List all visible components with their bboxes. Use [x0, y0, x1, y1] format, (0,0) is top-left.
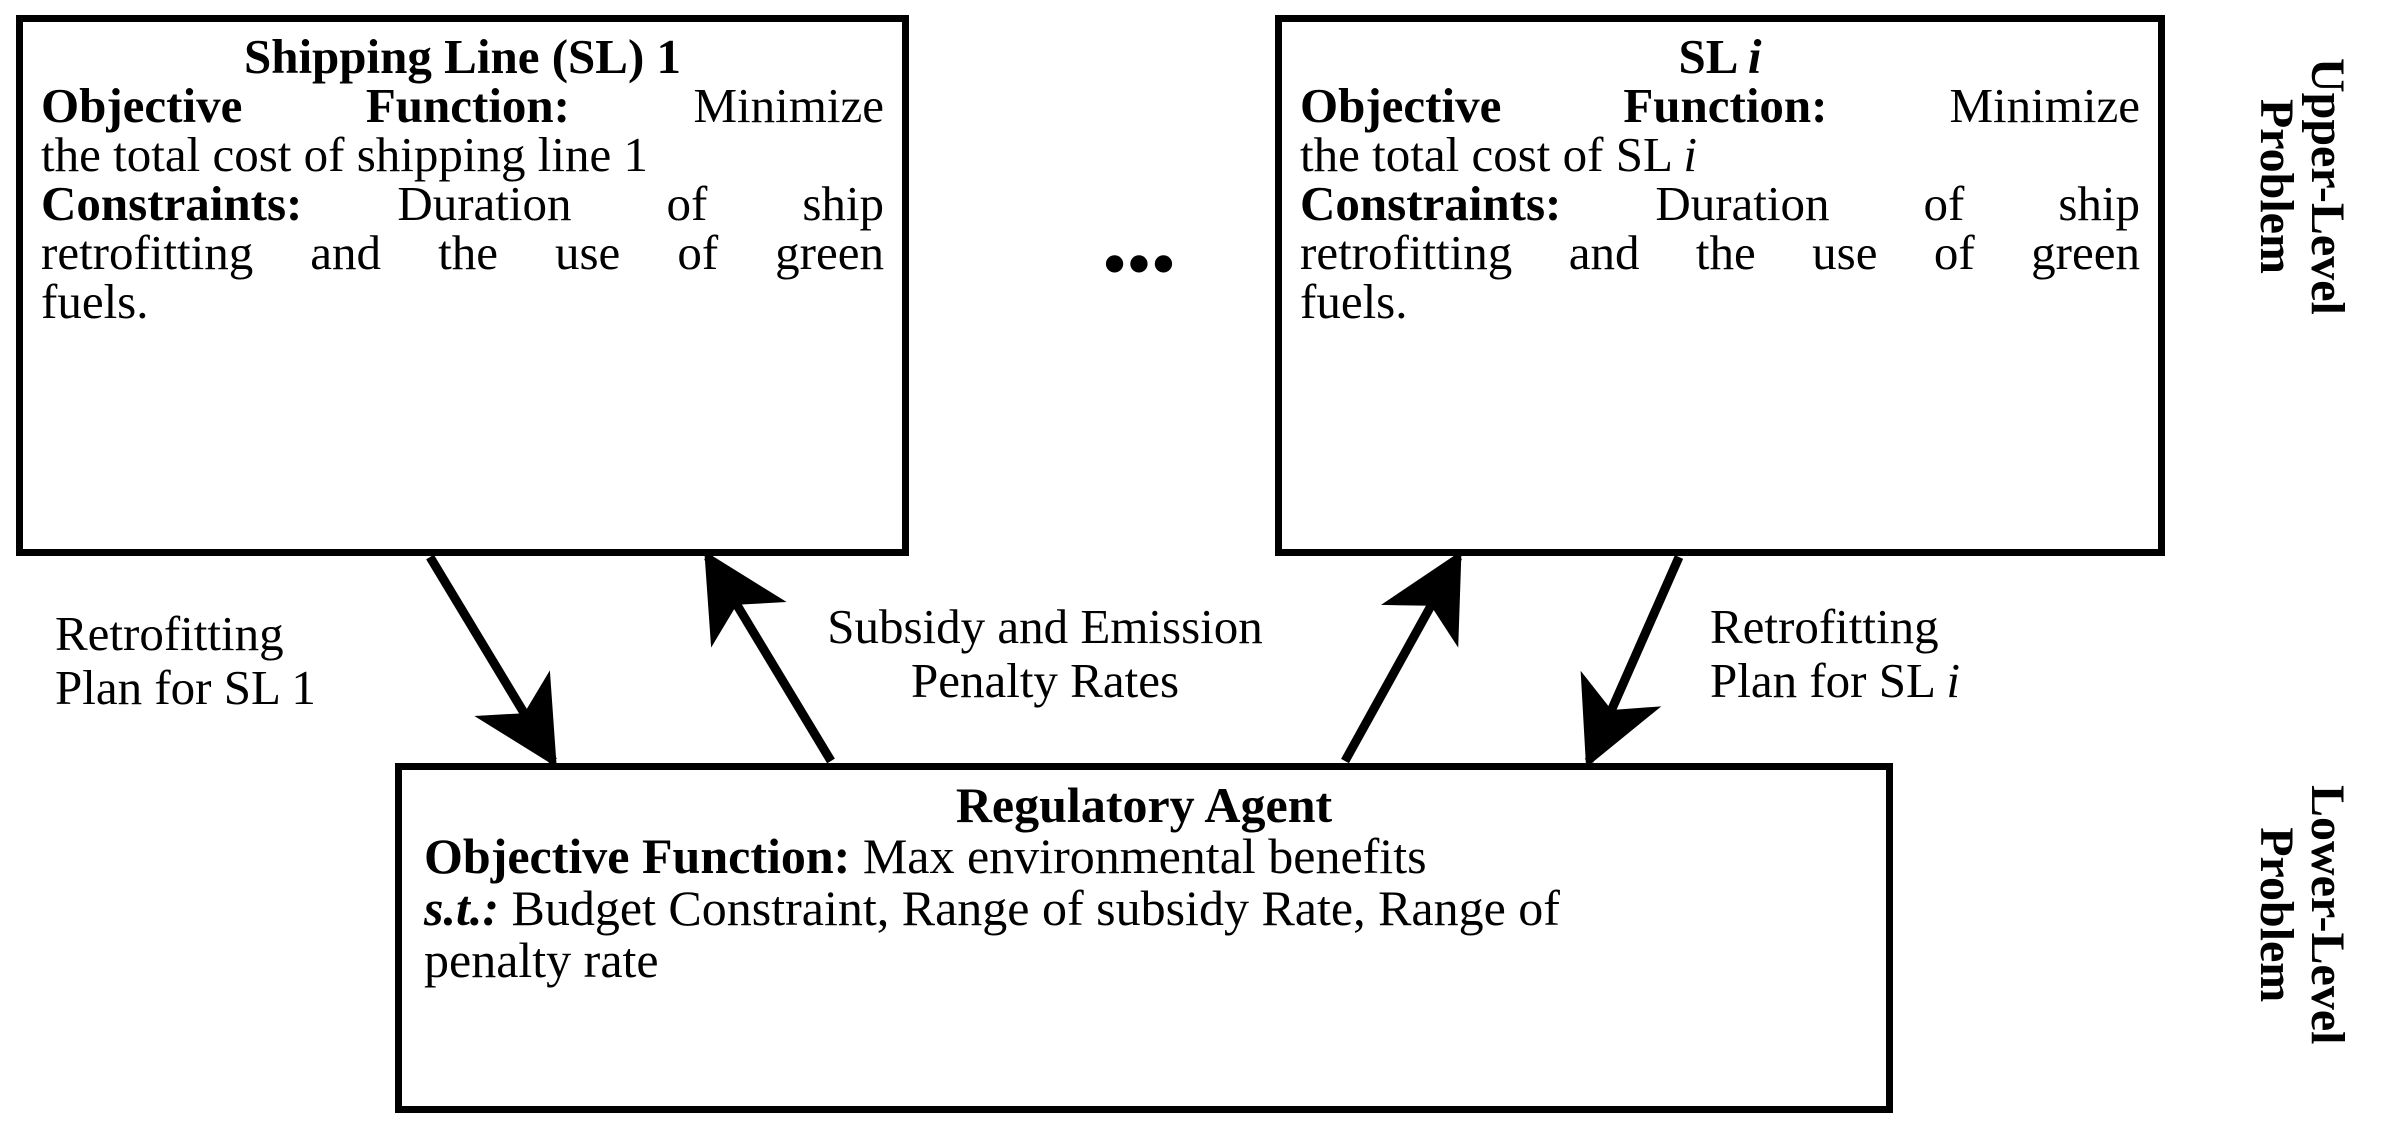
node-title-regulatory-agent: Regulatory Agent: [955, 777, 1333, 833]
edge-label-right-line-2: Plan for SL i: [1710, 652, 1960, 708]
side-label-lower-line-1: Lower-Level: [2301, 785, 2354, 1045]
objective-function-label: Objective Function:: [424, 828, 851, 884]
arrow-sl1-to-agent: [426, 554, 557, 768]
node-constraints-line-2: retrofitting and the use of green: [1300, 225, 2140, 280]
edge-label-right-line-2-pre: Plan for SL: [1710, 652, 1947, 708]
node-shipping-line-1: Shipping Line (SL) 1 Objective Function:…: [16, 15, 909, 556]
ellipsis-separator: •••: [1103, 228, 1177, 299]
edge-label-left-line-1: Retrofitting: [55, 606, 284, 661]
node-constraints-line-1: Constraints: Duration of ship: [41, 179, 884, 228]
edge-label-right-line-2-index: i: [1946, 652, 1960, 708]
node-objective-line-2: the total cost of shipping line 1: [41, 127, 648, 182]
objective-text-rest: Max environmental benefits: [850, 828, 1427, 884]
arrow-agent-to-sli: [1341, 550, 1462, 764]
constraints-label: Constraints:: [41, 176, 303, 231]
constraints-label: Constraints:: [1300, 176, 1562, 231]
objective-text-rest: Minimize: [693, 78, 885, 133]
node-regulatory-agent: Regulatory Agent Objective Function: Max…: [395, 763, 1893, 1113]
node-st-line-1: s.t.: Budget Constraint, Range of subsid…: [424, 882, 1864, 934]
edge-label-mid-line-2: Penalty Rates: [910, 652, 1180, 708]
objective-function-label: Objective Function:: [1300, 78, 1828, 133]
side-label-lower-level-problem: Lower-Level Problem: [2250, 785, 2354, 1045]
edge-label-right-line-1: Retrofitting: [1710, 599, 1939, 654]
subject-to-label: s.t.:: [424, 880, 499, 936]
side-label-lower-line-2: Problem: [2250, 827, 2304, 1003]
subject-to-text-line-1: Budget Constraint, Range of subsidy Rate…: [499, 880, 1560, 936]
edge-label-retrofitting-plan-sli: Retrofitting Plan for SL i: [1710, 600, 1960, 708]
constraints-text-rest: Duration of ship: [1655, 176, 2141, 231]
node-constraints-line-1: Constraints: Duration of ship: [1300, 179, 2140, 228]
edge-label-left-line-2: Plan for SL 1: [55, 659, 316, 715]
side-label-upper-line-1: Upper-Level: [2301, 58, 2354, 315]
arrow-sli-to-agent: [1580, 555, 1684, 768]
node-constraints-line-3: fuels.: [1300, 274, 1408, 329]
objective-text-rest: Minimize: [1949, 78, 2141, 133]
edge-label-mid-line-1: Subsidy and Emission: [827, 599, 1263, 654]
edge-label-subsidy-penalty-rates: Subsidy and Emission Penalty Rates: [780, 600, 1310, 708]
node-title-shipping-line-i: SL i: [1300, 32, 2140, 81]
node-objective-line-2: the total cost of SL i: [1300, 130, 2140, 179]
node-objective-line-1: Objective Function: Minimize: [41, 81, 884, 130]
constraints-text-rest: Duration of ship: [397, 176, 885, 231]
objective-line-2-index: i: [1683, 127, 1697, 182]
node-title-shipping-line-1: Shipping Line (SL) 1: [243, 29, 682, 84]
objective-function-label: Objective Function:: [41, 78, 571, 133]
edge-label-retrofitting-plan-sl1: Retrofitting Plan for SL 1: [55, 607, 316, 715]
node-objective-line-1: Objective Function: Minimize: [1300, 81, 2140, 130]
node-constraints-line-3: fuels.: [41, 274, 149, 329]
node-title-prefix: SL: [1678, 29, 1736, 84]
node-constraints-line-2: retrofitting and the use of green: [41, 225, 884, 280]
node-objective-line-1: Objective Function: Max environmental be…: [424, 830, 1864, 882]
side-label-upper-line-2: Problem: [2250, 98, 2304, 274]
node-title-index: i: [1747, 29, 1762, 84]
node-shipping-line-i: SL i Objective Function: Minimize the to…: [1275, 15, 2165, 556]
side-label-upper-level-problem: Upper-Level Problem: [2250, 58, 2354, 315]
objective-line-2-pre: the total cost of SL: [1300, 127, 1684, 182]
node-st-line-2: penalty rate: [424, 932, 659, 988]
